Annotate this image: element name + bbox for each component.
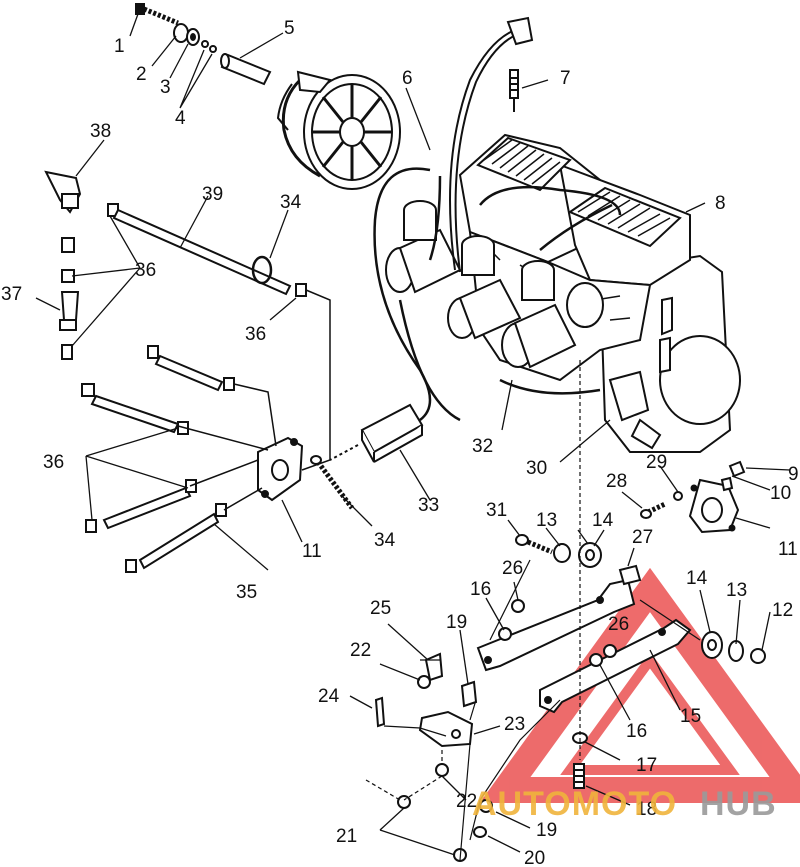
carburetors (385, 200, 604, 369)
callout-33: 33 (418, 495, 439, 516)
callout-36-upper: 36 (135, 260, 156, 281)
callout-19-lower: 19 (536, 820, 557, 841)
callout-21: 21 (336, 826, 357, 847)
watermark-right: HUB (700, 785, 777, 823)
callout-12: 12 (772, 600, 793, 621)
drive-clutch-assembly (135, 3, 401, 190)
callout-29: 29 (646, 452, 667, 473)
callout-20: 20 (524, 848, 545, 867)
mounting-hardware (374, 652, 493, 862)
callout-39: 39 (202, 184, 223, 205)
callout-8: 8 (715, 193, 726, 214)
callout-34-upper: 34 (280, 192, 302, 213)
callout-3: 3 (160, 77, 171, 98)
hose-routing-lines (177, 289, 331, 511)
callout-13-center: 13 (536, 510, 557, 531)
callout-11-left: 11 (302, 541, 322, 562)
callout-9: 9 (788, 464, 799, 485)
assembly-guide-lines (365, 360, 701, 861)
leader-lines (35, 13, 791, 856)
cdi-box (329, 403, 424, 463)
fuel-lines (373, 167, 622, 422)
callout-26-upper: 26 (502, 558, 523, 579)
callout-37: 37 (1, 284, 22, 305)
callout-5: 5 (284, 18, 295, 39)
engine-mount-brackets (476, 534, 766, 789)
callout-22-upper: 22 (350, 640, 371, 661)
callout-26-lower: 26 (608, 614, 629, 635)
callout-30: 30 (526, 458, 547, 479)
callout-36-middle: 36 (245, 324, 266, 345)
callout-14-center: 14 (592, 510, 614, 531)
hose-clamp (251, 255, 273, 285)
callout-34-lower: 34 (374, 530, 396, 551)
callout-31: 31 (486, 500, 507, 521)
callout-19-upper: 19 (446, 612, 467, 633)
callout-24: 24 (318, 686, 340, 707)
callout-16-upper: 16 (470, 579, 491, 600)
callout-7: 7 (560, 68, 571, 89)
callout-15: 15 (680, 706, 701, 727)
callout-22-lower: 22 (456, 791, 477, 812)
callout-2: 2 (136, 64, 147, 85)
clutch-bolt (135, 3, 179, 26)
callout-13-right: 13 (726, 580, 747, 601)
spark-plug-and-wire (449, 16, 534, 273)
callout-16-lower: 16 (626, 721, 647, 742)
callout-38: 38 (90, 121, 111, 142)
callout-36-left: 36 (43, 452, 64, 473)
callout-35: 35 (236, 582, 257, 603)
callout-1: 1 (114, 36, 125, 57)
callout-23: 23 (504, 714, 525, 735)
callout-25: 25 (370, 598, 391, 619)
callout-14-right: 14 (686, 568, 708, 589)
callout-27: 27 (632, 527, 653, 548)
callout-11-right: 11 (778, 539, 798, 560)
fuel-pump-assembly (44, 170, 307, 573)
callout-4: 4 (175, 108, 186, 129)
callout-18: 18 (636, 799, 657, 820)
callout-17: 17 (636, 755, 657, 776)
callout-32: 32 (472, 436, 493, 457)
watermark-left: AUTOMOTO (472, 785, 677, 823)
callout-28: 28 (606, 471, 627, 492)
watermark-text: AUTOMOTO HUB (472, 785, 777, 823)
callout-labels: 1 2 3 4 5 6 7 8 9 10 11 11 12 13 13 14 1… (1, 18, 799, 867)
callout-6: 6 (402, 68, 413, 89)
callout-10: 10 (770, 483, 791, 504)
